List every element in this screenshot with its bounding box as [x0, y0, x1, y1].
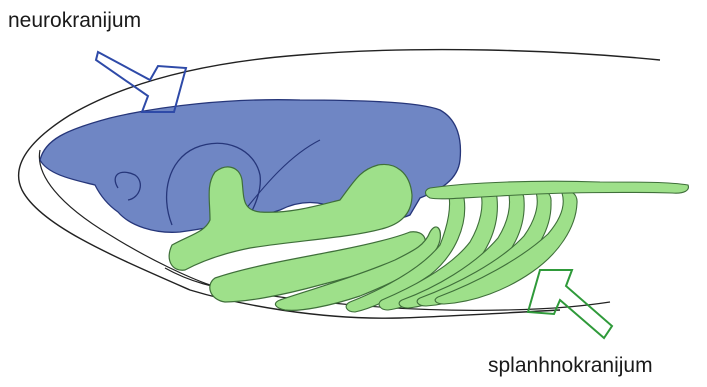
neurocranium-label: neurokranijum: [8, 10, 141, 31]
gill-rods-upper: [426, 181, 689, 199]
splanchnocranium-label: splanhnokranijum: [488, 355, 653, 376]
neurocranium-arrow: [96, 52, 186, 112]
